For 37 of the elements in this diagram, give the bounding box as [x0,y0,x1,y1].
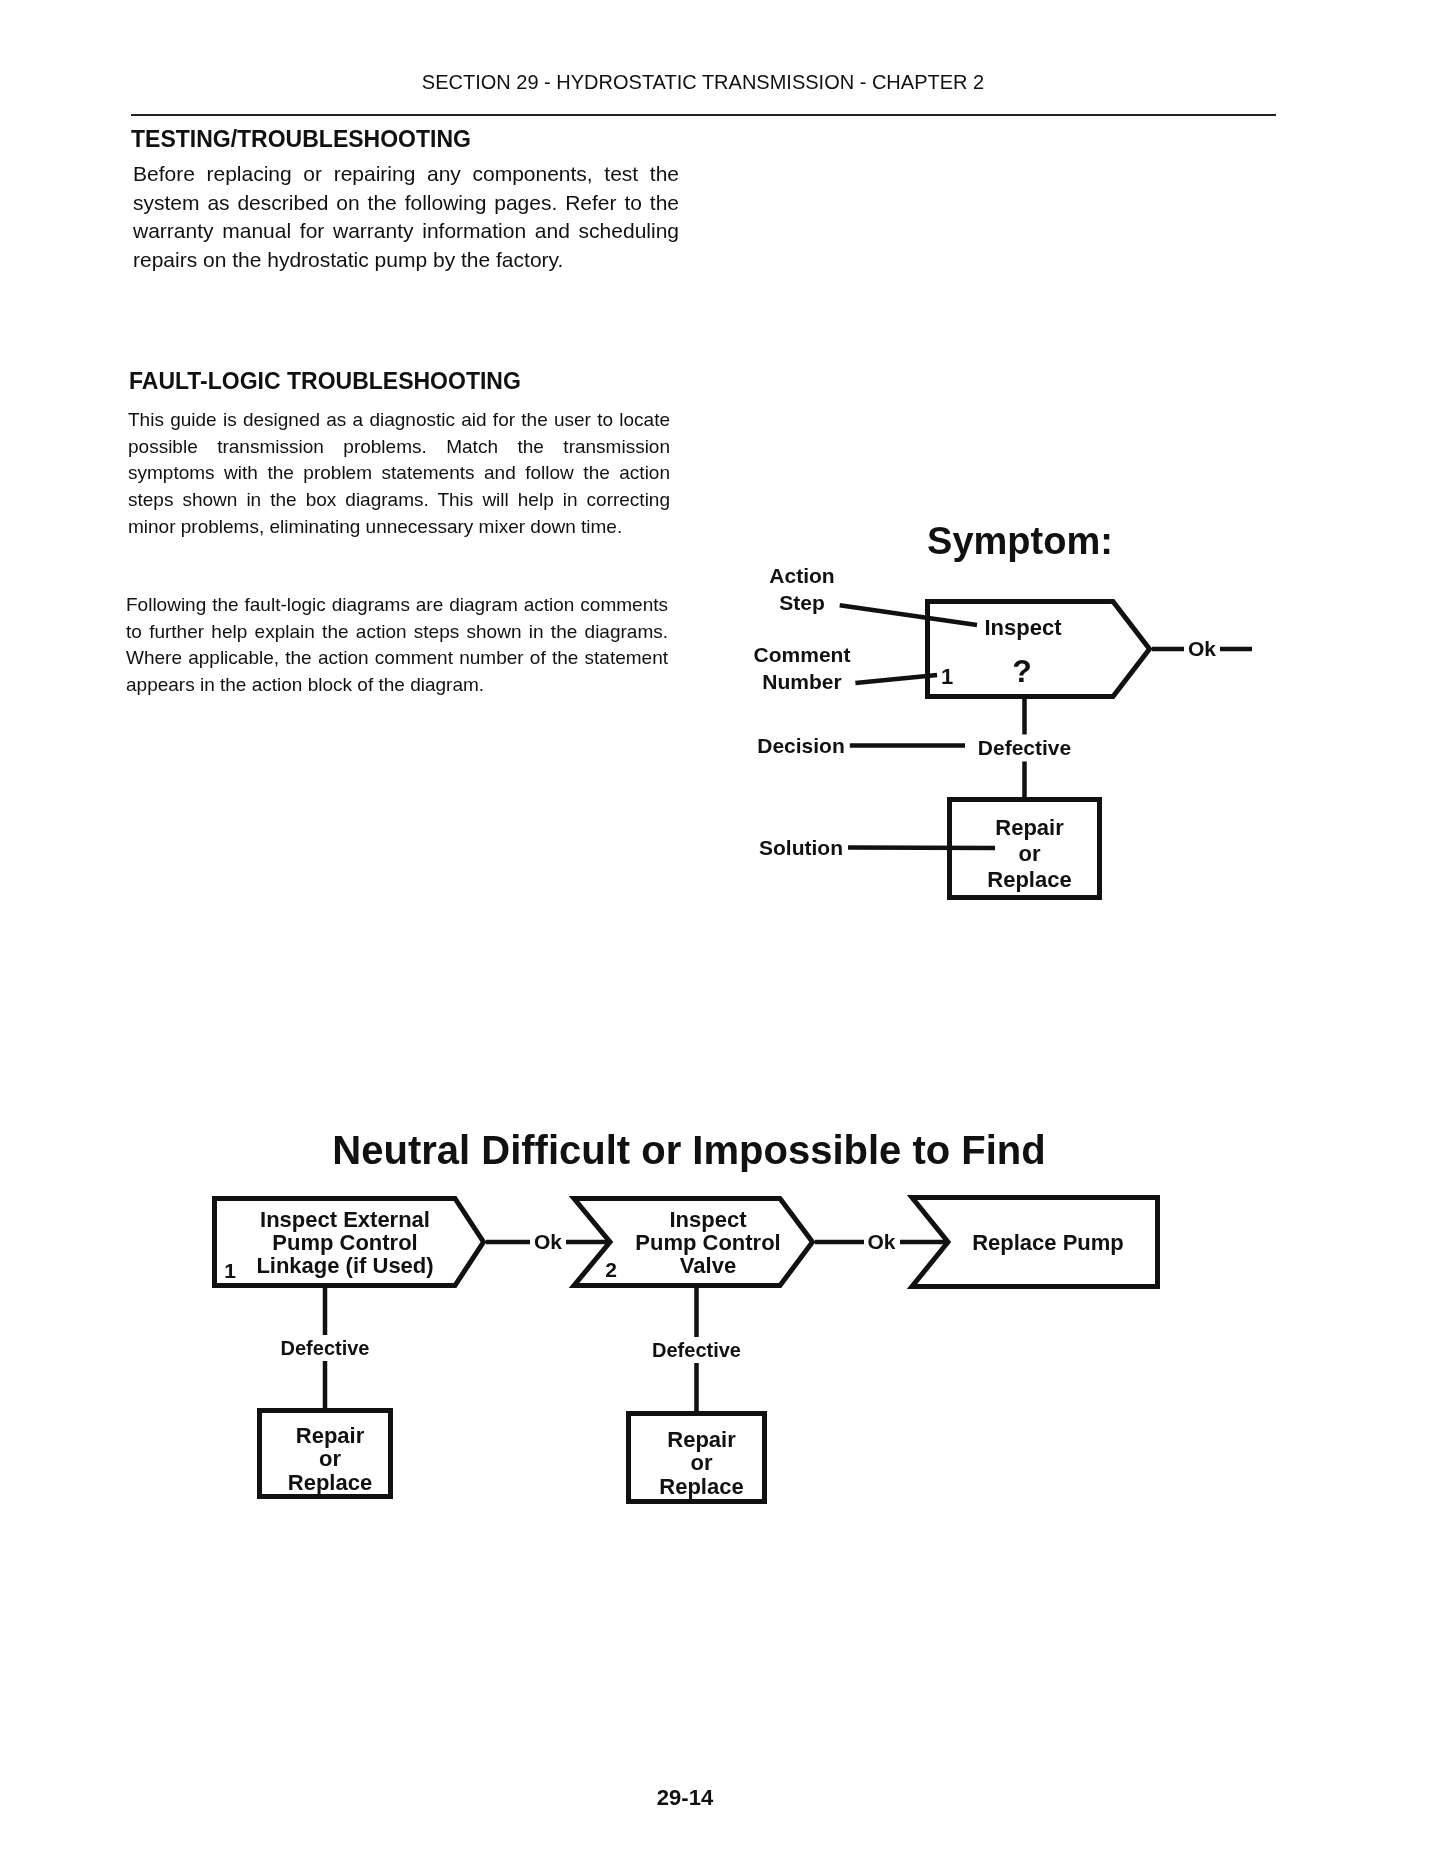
body-paragraph: This guide is designed as a diagnostic aid for the user to locate possible transmission problems. Match the transmission symptoms with the problem statements and follow the action steps shown in the box diagrams. This will help in correcting minor problems, eliminating unnecessary mixer down time. [128,408,670,539]
comment-number: 1 [224,1259,236,1283]
section-heading: FAULT-LOGIC TROUBLESHOOTING [129,368,521,394]
leader-line [839,602,978,628]
section-heading: TESTING/TROUBLESHOOTING [131,126,471,152]
action-block [925,599,1153,699]
body-paragraph: Before replacing or repairing any components, test the system as described on the following pages. Refer to the warranty manual for warranty information and scheduling repairs on the hydrostatic pump by the factory. [133,161,679,274]
solution-text: Repair or Replace [287,1423,373,1494]
leader-line [855,672,938,686]
step-text: Inspect Pump Control Valve [635,1207,781,1277]
diagram-heading: Symptom: [927,519,1113,563]
edge-label: Defective [278,1335,372,1361]
leader-line [848,845,995,851]
diagram-heading: Neutral Difficult or Impossible to Find [332,1127,1046,1173]
question-mark: ? [1012,652,1032,690]
edge-label: Defective [650,1336,743,1363]
callout-label: Decision [757,732,845,759]
running-header: SECTION 29 - HYDROSTATIC TRANSMISSION - CHAPTER 2 [421,71,985,94]
step-text: Replace Pump [972,1229,1124,1255]
page-number: 29-14 [656,1785,714,1810]
callout-label: Action Step [769,562,835,616]
comment-number: 2 [605,1258,617,1282]
action-block [568,1196,816,1288]
solution-box [947,797,1102,900]
leader-line [849,743,965,748]
body-paragraph: Following the fault-logic diagrams are diagram action comments to further help explain the action steps shown in the diagrams. Where applicable, the action comment number of the statement appears in the action block of the diagram. [126,593,668,698]
action-block [212,1196,487,1288]
callout-label: Solution [759,834,843,861]
comment-number: 1 [940,663,954,689]
callout-label: Comment Number [753,641,851,695]
solution-text: Repair or Replace [987,814,1072,893]
step-text: Inspect External Pump Control Linkage (if Used) [256,1207,434,1277]
step-text: Inspect [984,614,1062,640]
solution-text: Repair or Replace [659,1427,744,1498]
solution-box [626,1411,767,1504]
action-block [906,1195,1160,1289]
solution-box [257,1408,393,1499]
